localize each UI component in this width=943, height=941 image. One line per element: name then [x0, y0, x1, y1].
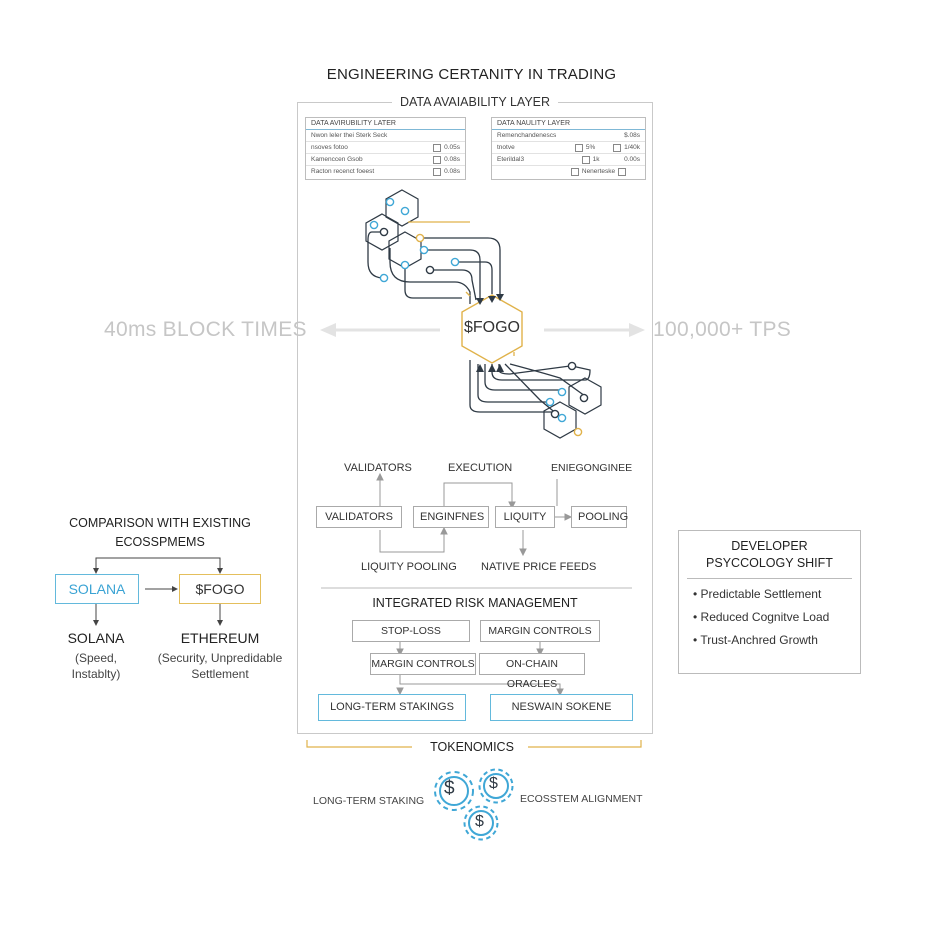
- comparison-box-solana: SOLANA: [55, 574, 139, 604]
- hexagon: [568, 377, 602, 415]
- flow-node-liquity: LIQUITY: [495, 506, 555, 528]
- center-token-label: $FOGO: [463, 319, 520, 336]
- coin-symbol-1: $: [444, 778, 455, 799]
- checkbox-icon: [618, 167, 627, 176]
- mini-table-left-header: DATA AVIRUBILITY LATER: [306, 118, 465, 130]
- center-hexagon: [461, 294, 523, 364]
- tokenomics-left-label: LONG-TERM STAKING: [313, 795, 425, 807]
- tokenomics-right-label: ECOSSTEM ALIGNMENT: [520, 793, 643, 805]
- hexagon: [543, 401, 577, 439]
- developer-title: DEVELOPER PSYCCOLOGY SHIFT: [706, 539, 833, 570]
- list-item: • Predictable Settlement: [693, 587, 822, 601]
- flow-bottom-label-price-feeds: NATIVE PRICE FEEDS: [481, 561, 597, 573]
- comparison-left-name: SOLANA: [67, 630, 125, 646]
- flow-top-label-validators: VALIDATORS: [344, 462, 412, 474]
- risk-long-term-stakings: LONG-TERM STAKINGS: [318, 694, 466, 721]
- hexagon: [365, 213, 399, 251]
- mini-table-right: DATA NAULITY LAYER Remenchandenescs$.08s…: [491, 117, 646, 180]
- risk-title: INTEGRATED RISK MANAGEMENT: [372, 596, 578, 610]
- panel-title: DATA AVAIABILITY LAYER: [297, 95, 653, 109]
- comparison-box-fogo: $FOGO: [179, 574, 261, 604]
- mini-table-right-header: DATA NAULITY LAYER: [492, 118, 645, 130]
- page-title: ENGINEERING CERTANITY IN TRADING: [326, 66, 617, 83]
- left-metric: 40ms BLOCK TIMES: [104, 318, 307, 341]
- right-metric: 100,000+ TPS: [653, 318, 792, 341]
- list-item: • Trust-Anchred Growth: [693, 633, 818, 647]
- coin-symbol-3: $: [475, 813, 484, 830]
- risk-neswain-sokene: NESWAIN SOKENE: [490, 694, 633, 721]
- checkbox-icon: [581, 155, 590, 164]
- developer-panel: DEVELOPER PSYCCOLOGY SHIFT • Predictable…: [678, 530, 861, 674]
- checkbox-icon: [570, 167, 579, 176]
- flow-node-pooling: POOLING: [571, 506, 628, 528]
- mini-table-left: DATA AVIRUBILITY LATER Nwon leler thei S…: [305, 117, 466, 180]
- checkbox-icon: [433, 167, 442, 176]
- list-item: • Reduced Cognitve Load: [693, 610, 830, 624]
- comparison-right-sub: (Security, Unpredidable Settlement: [157, 651, 283, 681]
- checkbox-icon: [574, 143, 583, 152]
- comparison-title: COMPARISON WITH EXISTING ECOSSPMEMS: [69, 516, 251, 549]
- flow-top-label-engine: ENIEGONGINEE: [551, 462, 633, 474]
- risk-margin-controls-2: MARGIN CONTROLS: [370, 653, 476, 675]
- table-row: Nenerteske: [492, 166, 645, 177]
- comparison-right-name: ETHEREUM: [180, 630, 260, 646]
- hexagon: [385, 189, 419, 227]
- checkbox-icon: [613, 143, 622, 152]
- flow-node-validators: VALIDATORS: [316, 506, 402, 528]
- checkbox-icon: [433, 143, 442, 152]
- risk-stop-loss: STOP-LOSS: [352, 620, 470, 642]
- comparison-left-sub: (Speed, Instablty): [71, 651, 121, 681]
- table-row: Remenchandenescs$.08s: [492, 130, 645, 142]
- tokenomics-title: TOKENOMICS: [430, 740, 514, 754]
- flow-bottom-label-liquity-pooling: LIQUITY POOLING: [361, 561, 457, 573]
- checkbox-icon: [433, 155, 442, 164]
- coin-symbol-2: $: [489, 775, 498, 792]
- risk-margin-controls: MARGIN CONTROLS: [480, 620, 600, 642]
- gear-icon: [434, 768, 514, 841]
- flow-top-label-execution: EXECUTION: [448, 462, 513, 474]
- flow-node-engines: ENGINFNES: [413, 506, 489, 528]
- risk-on-chain-oracles: ON-CHAIN ORACLES: [479, 653, 585, 690]
- table-row: Nwon leler thei Sterk Seck: [306, 130, 465, 142]
